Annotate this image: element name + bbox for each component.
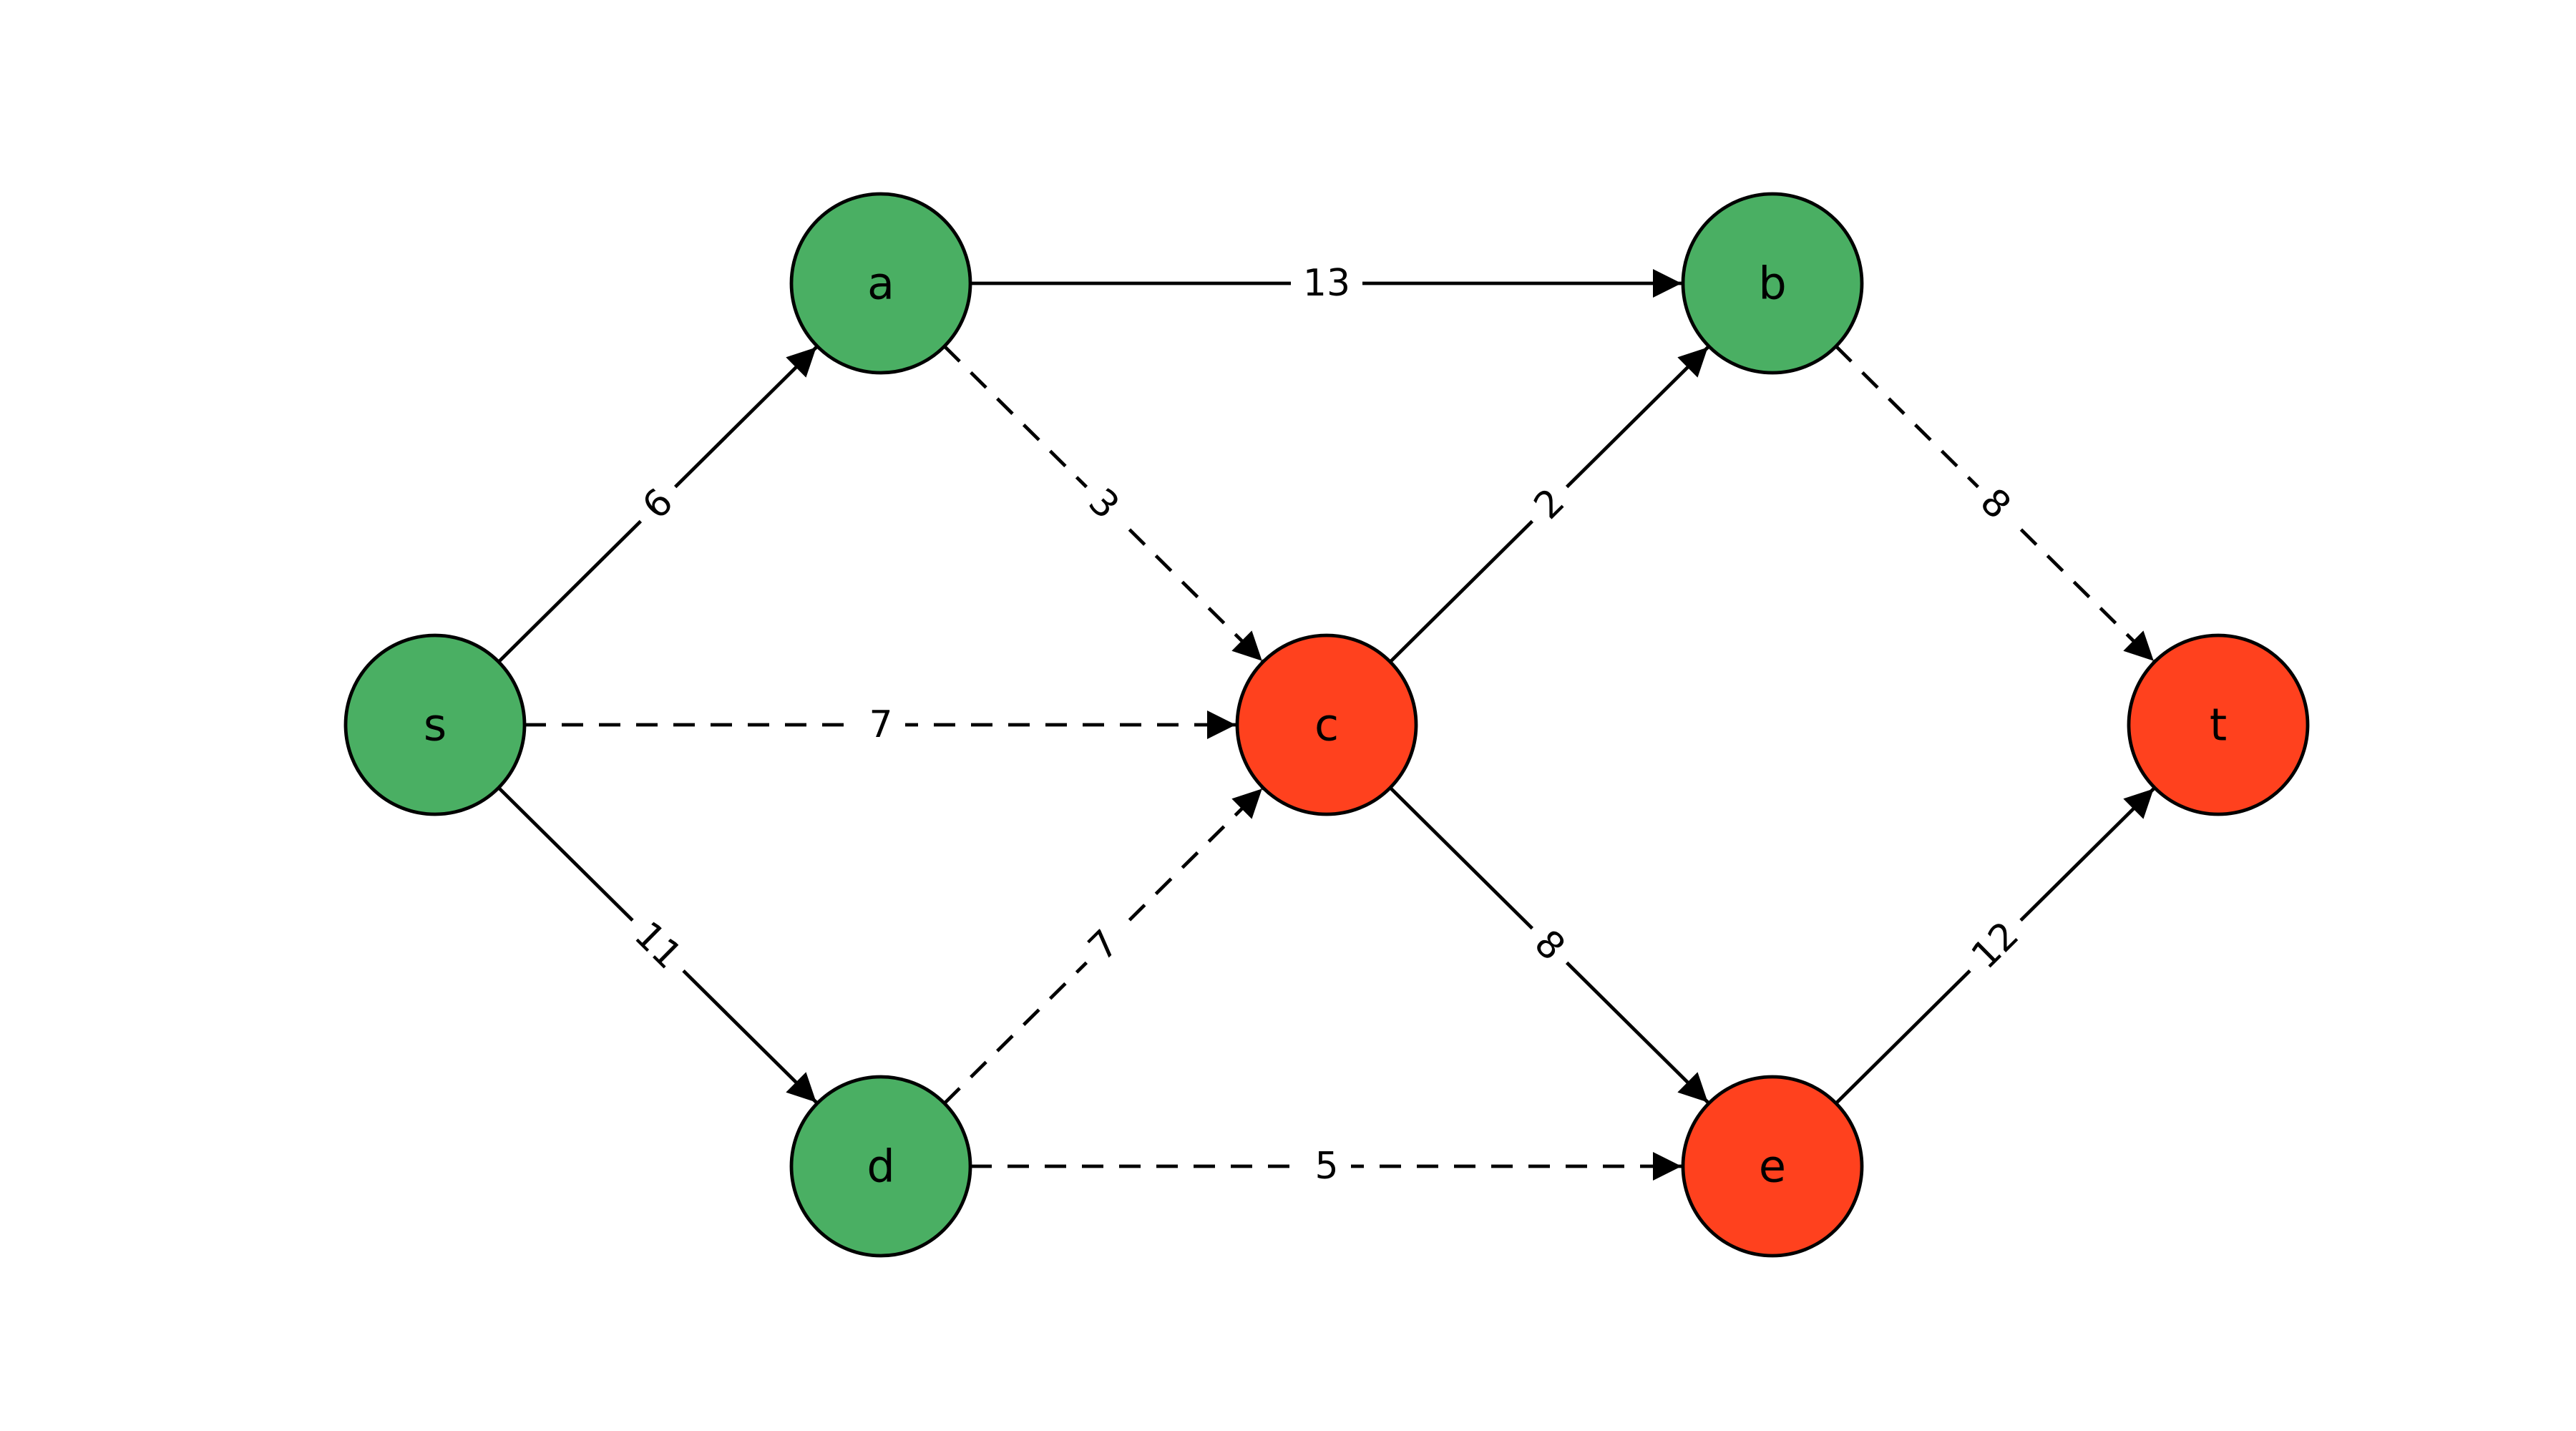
node-label: a: [867, 258, 894, 310]
edge-a-c: 3: [943, 345, 1264, 663]
edge-d-e: 5: [970, 1142, 1682, 1191]
edge-weight-label: 13: [1291, 259, 1362, 308]
edge-label-background: [615, 903, 701, 988]
node-label: b: [1758, 258, 1786, 310]
edge-label-background: [1961, 469, 2030, 539]
edge-label-background: [623, 469, 693, 539]
edge-s-c: 7: [525, 700, 1236, 749]
node-c: c: [1235, 633, 1418, 816]
edge-weight-text: 7: [869, 703, 892, 746]
node-label: e: [1759, 1141, 1786, 1193]
node-e: e: [1681, 1075, 1864, 1258]
edge-label-background: [1291, 259, 1362, 308]
node-circle: [789, 1075, 972, 1258]
node-circle: [1681, 1075, 1864, 1258]
edge-weight-text: 5: [1314, 1145, 1338, 1188]
node-circle: [343, 633, 527, 816]
edge-label-background: [1515, 911, 1584, 980]
edge-c-b: 2: [1389, 346, 1709, 663]
edge-label-background: [857, 700, 905, 749]
node-label: t: [2210, 699, 2227, 751]
edge-weight-label: 2: [1515, 469, 1584, 539]
edge-label-background: [1953, 903, 2038, 988]
edge-weight-text: 13: [1303, 262, 1350, 305]
node-s: s: [343, 633, 527, 816]
node-circle: [789, 192, 972, 375]
edge-s-d: 11: [497, 786, 818, 1104]
node-circle: [1235, 633, 1418, 816]
edges-layer: 6 7 11 13 3 7 5 2 8 8 12: [497, 259, 2155, 1191]
node-label: c: [1314, 699, 1339, 751]
nodes-layer: s a d b c e t: [343, 192, 2310, 1258]
node-label: d: [867, 1141, 894, 1193]
edge-a-b: 13: [970, 259, 1682, 308]
edge-label-background: [1069, 911, 1138, 980]
edge-weight-label: 8: [1515, 911, 1584, 980]
node-label: s: [424, 699, 447, 751]
edge-weight-label: 3: [1069, 469, 1138, 539]
edge-weight-label: 6: [623, 469, 693, 539]
edge-weight-label: 7: [857, 700, 905, 749]
node-d: d: [789, 1075, 972, 1258]
edge-label-background: [1069, 469, 1138, 539]
node-circle: [1681, 192, 1864, 375]
edge-b-t: 8: [1835, 345, 2155, 663]
edge-s-a: 6: [497, 346, 818, 663]
edge-e-t: 12: [1835, 787, 2155, 1105]
edge-weight-label: 5: [1302, 1142, 1351, 1191]
edge-label-background: [1302, 1142, 1351, 1191]
node-circle: [2127, 633, 2310, 816]
edge-d-c: 7: [943, 787, 1264, 1105]
node-b: b: [1681, 192, 1864, 375]
edge-weight-label: 7: [1069, 911, 1138, 980]
edge-c-e: 8: [1389, 786, 1709, 1104]
edge-label-background: [1515, 469, 1584, 539]
node-t: t: [2127, 633, 2310, 816]
edge-weight-label: 8: [1961, 469, 2030, 539]
node-a: a: [789, 192, 972, 375]
